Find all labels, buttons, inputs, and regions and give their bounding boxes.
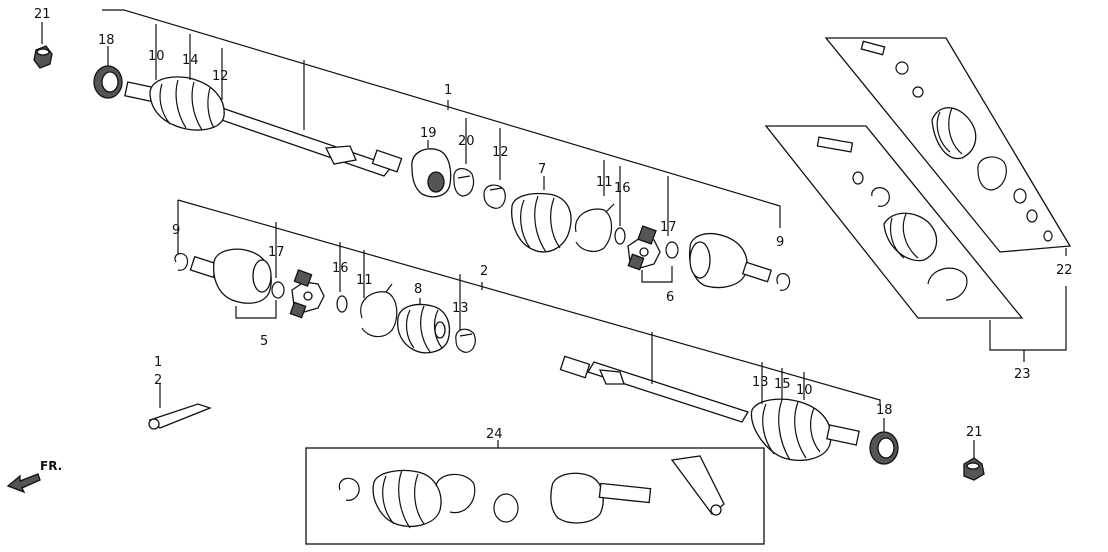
label-2-pin: 2	[154, 373, 162, 388]
ring-17-upper	[665, 241, 679, 259]
label-6: 6	[666, 290, 674, 305]
kit-24-box	[305, 447, 765, 545]
clip-16-lower	[336, 295, 348, 313]
seal-18-lower	[869, 431, 899, 465]
tripod-joint-lower	[289, 269, 325, 319]
label-12-middle: 12	[492, 145, 509, 160]
label-16-lower: 16	[332, 261, 349, 276]
label-9-lower: 9	[172, 223, 180, 238]
label-13-right: 13	[752, 375, 769, 390]
upper-driveshaft	[124, 76, 403, 177]
label-8: 8	[414, 282, 422, 297]
ring-11-lower	[360, 283, 398, 338]
label-21-upper: 21	[34, 7, 51, 22]
label-17-upper: 17	[660, 220, 677, 235]
label-1: 1	[444, 83, 452, 98]
label-5: 5	[260, 334, 268, 349]
label-11-upper: 11	[596, 175, 613, 190]
leader-lines	[41, 9, 1067, 458]
label-7: 7	[538, 162, 546, 177]
label-15: 15	[774, 377, 791, 392]
front-direction-label: FR.	[40, 459, 62, 473]
clamp-20	[453, 168, 475, 197]
clamp-12-middle	[483, 184, 506, 209]
label-22: 22	[1056, 263, 1073, 278]
tripod-joint-6	[627, 225, 661, 271]
label-18-upper: 18	[98, 33, 115, 48]
callout-numbers: 1 2 1 2 5 6 7 8 9 9 10 10 11 11 12 12 13…	[34, 7, 1073, 473]
label-24: 24	[486, 427, 503, 442]
inner-joint-housing-upper	[688, 233, 773, 289]
bolt-21-lower	[963, 457, 985, 481]
label-16-upper: 16	[614, 181, 631, 196]
label-21-lower: 21	[966, 425, 983, 440]
seal-18-upper	[93, 65, 123, 99]
circlip-9-lower	[174, 252, 189, 271]
label-13-left: 13	[452, 301, 469, 316]
boot-7	[511, 192, 572, 253]
label-2: 2	[480, 264, 488, 279]
label-18-lower: 18	[876, 403, 893, 418]
label-19: 19	[420, 126, 437, 141]
clip-16-upper	[614, 227, 626, 245]
circlip-9-upper	[776, 272, 791, 291]
ring-11-upper	[574, 203, 615, 252]
label-11-lower: 11	[356, 273, 373, 288]
label-23: 23	[1014, 367, 1031, 382]
label-9-upper: 9	[776, 235, 784, 250]
label-14: 14	[182, 53, 199, 68]
ring-17-lower	[271, 281, 285, 299]
front-direction-arrow	[6, 473, 41, 494]
kit-23-panel	[764, 125, 1024, 319]
label-10-upper: 10	[148, 49, 165, 64]
label-17-lower: 17	[268, 245, 285, 260]
bolt-21-upper	[33, 45, 53, 69]
label-20: 20	[458, 134, 475, 149]
part-19	[411, 148, 452, 198]
kit-22-panel	[824, 37, 1072, 253]
label-10-lower: 10	[796, 383, 813, 398]
clamp-13-left	[455, 328, 476, 353]
inner-joint-housing-5	[189, 248, 272, 304]
label-1-pin: 1	[154, 355, 162, 370]
boot-8	[396, 303, 451, 354]
lower-driveshaft	[559, 355, 860, 461]
pin-2	[148, 403, 212, 430]
label-12-upper: 12	[212, 69, 229, 84]
